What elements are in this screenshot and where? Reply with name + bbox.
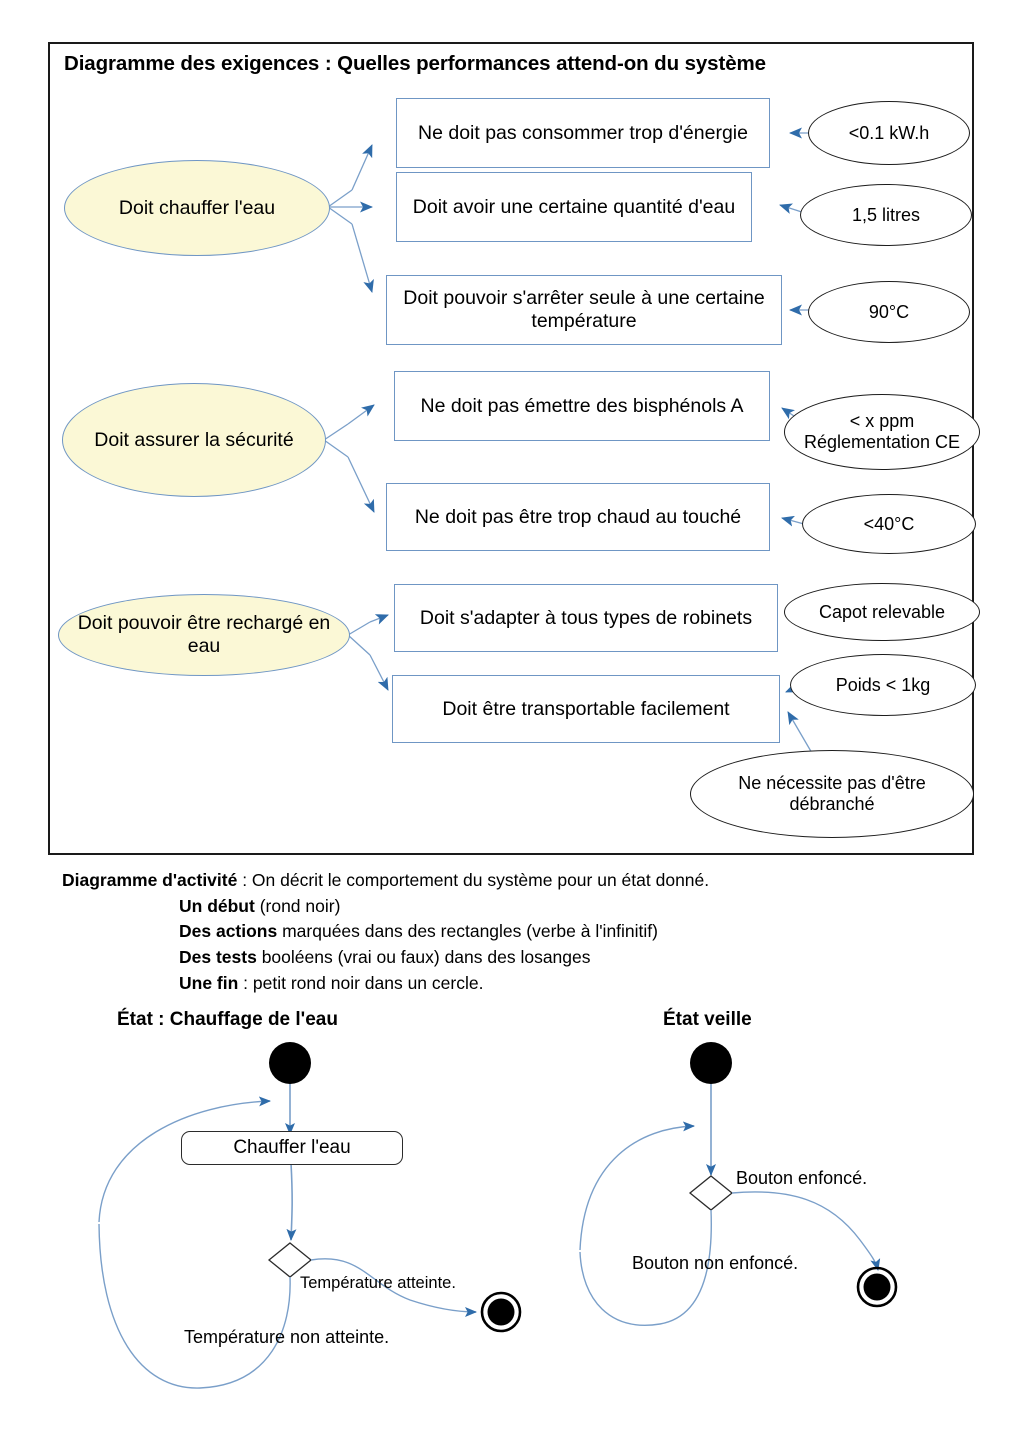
criterion-node[interactable]: <40°C <box>802 494 976 554</box>
state-title-standby: État veille <box>663 1009 752 1030</box>
criterion-node[interactable]: 1,5 litres <box>800 184 972 246</box>
activity-legend-item: Des actions marquées dans des rectangles… <box>62 919 962 945</box>
criterion-line-2: Réglementation CE <box>803 432 961 452</box>
requirements-diagram-title: Diagramme des exigences : Quelles perfor… <box>64 52 766 75</box>
legend-item-rest: (rond noir) <box>254 895 341 916</box>
end-node-ring-heating <box>480 1291 522 1333</box>
activity-legend-heading: Diagramme d'activité : On décrit le comp… <box>62 868 962 894</box>
end-node-ring-standby <box>856 1266 898 1308</box>
activity-legend: Diagramme d'activité : On décrit le comp… <box>62 868 962 997</box>
activity-legend-item: Un début (rond noir) <box>62 894 962 920</box>
start-node-heating <box>269 1042 311 1084</box>
requirement-box[interactable]: Ne doit pas émettre des bisphénols A <box>394 371 770 441</box>
requirement-box[interactable]: Doit avoir une certaine quantité d'eau <box>396 172 752 242</box>
requirement-box[interactable]: Doit être transportable facilement <box>392 675 780 743</box>
standby-flow <box>579 1042 898 1326</box>
action-box-chauffer-leau[interactable]: Chauffer l'eau <box>181 1131 403 1165</box>
legend-item-bold: Des tests <box>179 947 257 968</box>
criterion-node[interactable]: <0.1 kW.h <box>808 101 970 165</box>
activity-legend-item: Des tests booléens (vrai ou faux) dans d… <box>62 945 962 971</box>
activity-legend-item: Une fin : petit rond noir dans un cercle… <box>62 971 962 997</box>
criterion-node[interactable]: 90°C <box>808 281 970 343</box>
legend-item-bold: Un début <box>179 895 255 916</box>
goal-node[interactable]: Doit chauffer l'eau <box>64 160 330 256</box>
activity-legend-heading-bold: Diagramme d'activité <box>62 870 238 890</box>
criterion-node[interactable]: Ne nécessite pas d'être débranché <box>690 750 974 838</box>
requirement-box[interactable]: Doit s'adapter à tous types de robinets <box>394 584 778 652</box>
legend-item-rest: booléens (vrai ou faux) dans des losange… <box>256 947 591 968</box>
goal-node[interactable]: Doit assurer la sécurité <box>62 383 326 497</box>
criterion-line-1: Ne nécessite pas d'être <box>738 773 926 794</box>
edge-label-bouton-enfonce: Bouton enfoncé. <box>736 1168 868 1188</box>
goal-node[interactable]: Doit pouvoir être rechargé en eau <box>58 594 350 676</box>
legend-item-bold: Une fin <box>179 972 239 993</box>
heating-flow <box>98 1042 522 1389</box>
criterion-node[interactable]: Capot relevable <box>784 583 980 641</box>
state-title-heating: État : Chauffage de l'eau <box>117 1009 338 1030</box>
requirement-box[interactable]: Ne doit pas être trop chaud au touché <box>386 483 770 551</box>
edge-label-bouton-non-enfonce: Bouton non enfoncé. <box>632 1253 799 1273</box>
end-node-heating <box>487 1298 515 1326</box>
edge-label-temperature-atteinte: Température atteinte. <box>300 1274 456 1292</box>
requirement-box[interactable]: Doit pouvoir s'arrêter seule à une certa… <box>386 275 782 345</box>
criterion-node[interactable]: < x ppm Réglementation CE <box>784 394 980 470</box>
criterion-line-2: débranché <box>789 794 875 814</box>
start-node-standby <box>690 1042 732 1084</box>
activity-legend-heading-rest: : On décrit le comportement du système p… <box>237 870 710 890</box>
requirement-box[interactable]: Ne doit pas consommer trop d'énergie <box>396 98 770 168</box>
criterion-line-1: < x ppm <box>849 411 915 432</box>
legend-item-rest: : petit rond noir dans un cercle. <box>238 972 484 993</box>
edge-label-temperature-non-atteinte: Température non atteinte. <box>184 1327 390 1347</box>
decision-node-heating[interactable] <box>267 1242 313 1278</box>
goal-label: Doit pouvoir être rechargé en eau <box>77 612 331 657</box>
criterion-node[interactable]: Poids < 1kg <box>790 654 976 716</box>
end-node-standby <box>863 1273 891 1301</box>
legend-item-rest: marquées dans des rectangles (verbe à l'… <box>277 921 658 942</box>
goal-label: Doit assurer la sécurité <box>94 428 294 451</box>
decision-node-standby[interactable] <box>688 1175 734 1211</box>
legend-item-bold: Des actions <box>179 921 278 942</box>
